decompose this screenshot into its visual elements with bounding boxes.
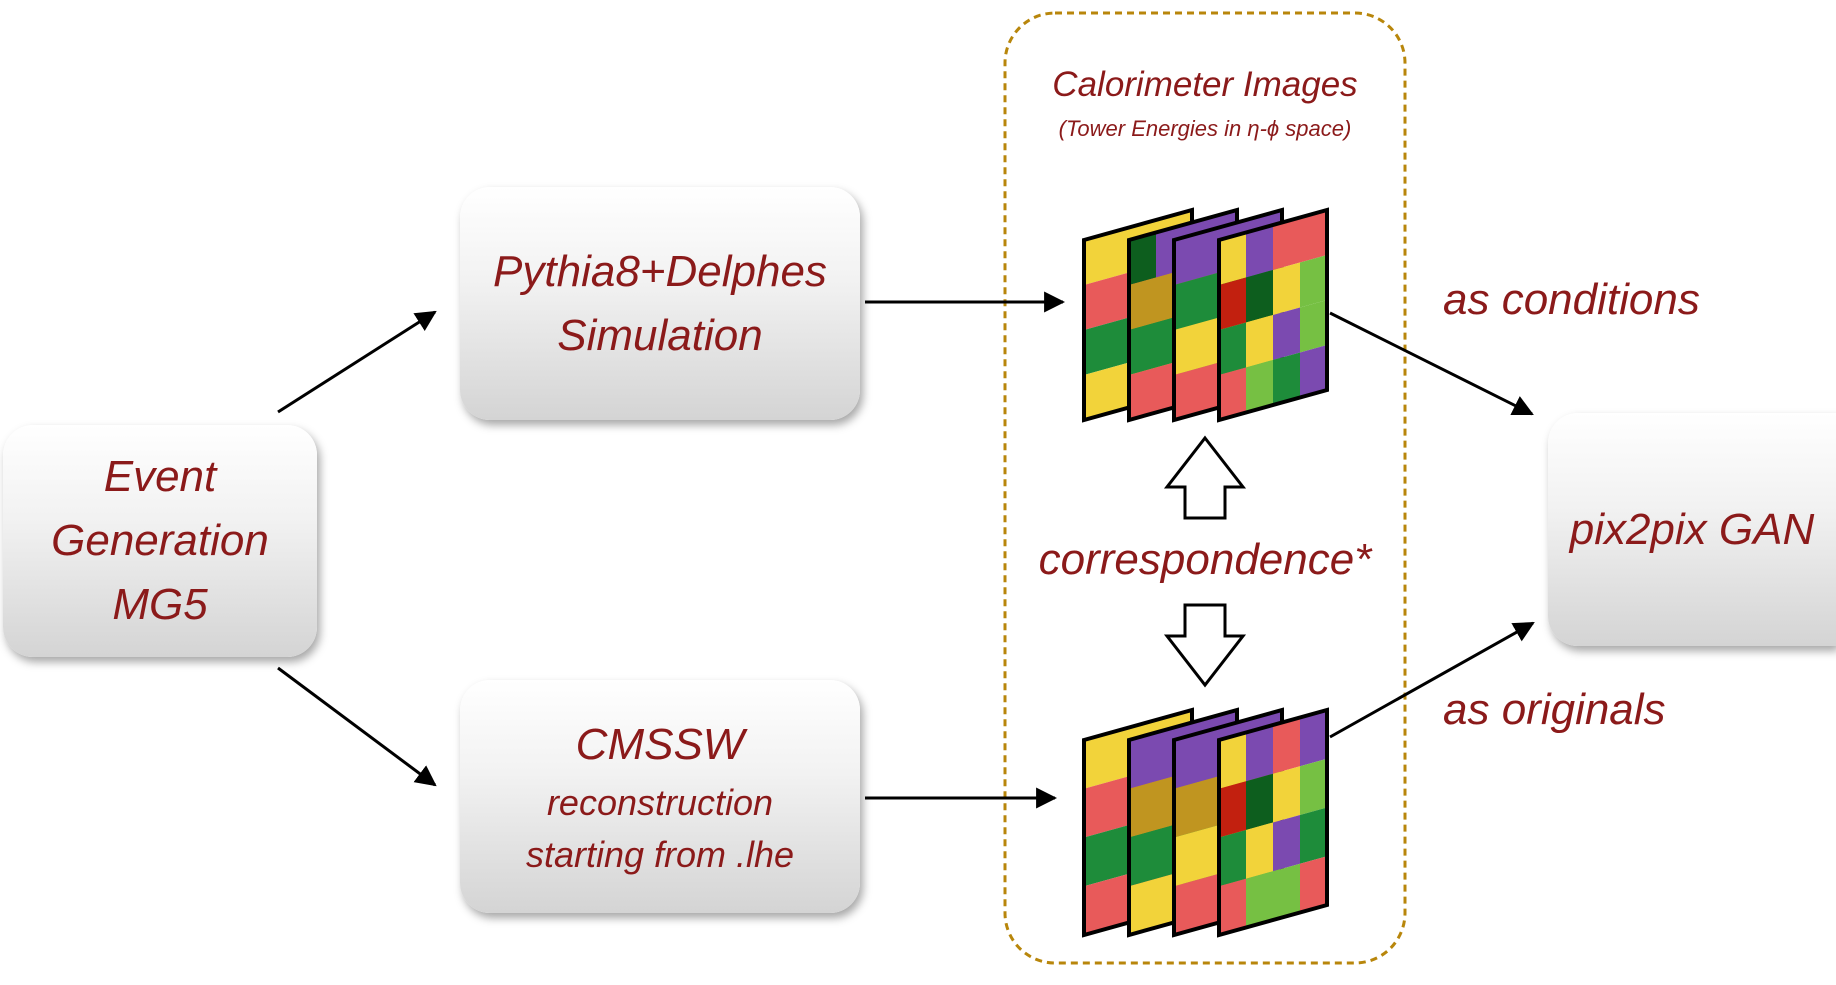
image-cell xyxy=(1219,732,1246,789)
image-cell xyxy=(1219,367,1246,420)
image-cell xyxy=(1300,345,1327,398)
correspondence-down-arrow-icon xyxy=(1163,603,1247,688)
image-cell xyxy=(1300,300,1327,353)
image-cell xyxy=(1273,717,1300,774)
image-cell xyxy=(1129,232,1156,285)
correspondence-label: correspondence* xyxy=(1038,535,1372,584)
event-generation-line-3: MG5 xyxy=(112,580,208,629)
as-originals-label: as originals xyxy=(1443,685,1666,734)
calorimeter-region xyxy=(1003,11,1407,965)
event-generation-line-1: Event xyxy=(103,452,217,501)
image-cell xyxy=(1174,277,1201,330)
image-cell xyxy=(1129,277,1156,330)
image-cell xyxy=(1300,710,1327,767)
image-cell xyxy=(1273,863,1300,920)
image-cell xyxy=(1129,732,1156,789)
arrow-conditions-to-gan xyxy=(1329,311,1534,416)
image-cell xyxy=(1129,322,1156,375)
image-cell xyxy=(1273,766,1300,823)
image-cell xyxy=(1084,830,1111,887)
image-cell xyxy=(1273,815,1300,872)
image-panel-4 xyxy=(1217,707,1329,938)
image-cell xyxy=(1084,277,1111,330)
pythia-delphes-line-1: Pythia8+Delphes xyxy=(493,246,827,296)
image-cell xyxy=(1219,232,1246,285)
image-cell xyxy=(1246,225,1273,278)
image-cell xyxy=(1219,277,1246,330)
image-cell xyxy=(1300,255,1327,308)
correspondence-up-arrow-icon xyxy=(1163,435,1247,520)
cmssw-title: CMSSW xyxy=(575,719,745,769)
image-cell xyxy=(1129,781,1156,838)
image-cell xyxy=(1174,830,1201,887)
image-cell xyxy=(1084,232,1111,285)
arrow-originals-to-gan xyxy=(1329,621,1535,739)
image-cell xyxy=(1273,352,1300,405)
image-cell xyxy=(1300,758,1327,815)
image-panel-border xyxy=(1217,707,1329,938)
event-generation-box: Event Generation MG5 xyxy=(3,425,317,657)
image-cell xyxy=(1174,878,1201,935)
arrow-event-to-cmssw xyxy=(277,666,437,787)
cmssw-line-2: starting from .lhe xyxy=(525,833,795,875)
image-cell xyxy=(1219,830,1246,887)
image-cell xyxy=(1300,856,1327,913)
image-cell xyxy=(1246,773,1273,830)
image-cell xyxy=(1219,878,1246,935)
image-cell xyxy=(1246,822,1273,879)
image-cell xyxy=(1246,871,1273,928)
gan-label: pix2pix GAN xyxy=(1569,504,1815,554)
image-cell xyxy=(1246,360,1273,413)
calorimeter-image-stack-top xyxy=(1082,207,1329,423)
image-cell xyxy=(1273,217,1300,270)
image-cell xyxy=(1084,878,1111,935)
image-cell xyxy=(1273,307,1300,360)
pythia-delphes-box: Pythia8+Delphes Simulation xyxy=(460,187,860,420)
image-cell xyxy=(1084,322,1111,375)
image-cell xyxy=(1129,830,1156,887)
image-cell xyxy=(1246,270,1273,323)
calorimeter-subtitle: (Tower Energies in η-ϕ space) xyxy=(1058,116,1352,141)
image-cell xyxy=(1300,807,1327,864)
image-panel-4 xyxy=(1217,207,1329,423)
cmssw-box: CMSSW reconstruction starting from .lhe xyxy=(460,680,860,913)
image-cell xyxy=(1174,367,1201,420)
image-cell xyxy=(1174,732,1201,789)
image-cell xyxy=(1129,367,1156,420)
image-cell xyxy=(1084,367,1111,420)
cmssw-line-1: reconstruction xyxy=(546,781,774,823)
image-cell xyxy=(1084,732,1111,789)
image-cell xyxy=(1246,725,1273,782)
image-cell xyxy=(1174,232,1201,285)
image-cell xyxy=(1219,781,1246,838)
image-cell xyxy=(1129,878,1156,935)
event-generation-line-2: Generation xyxy=(51,516,269,565)
image-cell xyxy=(1219,322,1246,375)
image-cell xyxy=(1300,210,1327,263)
image-panel-border xyxy=(1217,207,1329,423)
pix2pix-gan-box: pix2pix GAN xyxy=(1548,413,1836,646)
image-cell xyxy=(1174,781,1201,838)
image-cell xyxy=(1273,262,1300,315)
image-cell xyxy=(1084,781,1111,838)
image-cell xyxy=(1174,322,1201,375)
calorimeter-image-stack-bottom xyxy=(1082,707,1329,938)
as-conditions-label: as conditions xyxy=(1443,275,1700,324)
pythia-delphes-line-2: Simulation xyxy=(557,310,763,360)
arrow-event-to-pythia xyxy=(277,310,437,414)
image-cell xyxy=(1246,315,1273,368)
calorimeter-title: Calorimeter Images xyxy=(1052,65,1358,104)
